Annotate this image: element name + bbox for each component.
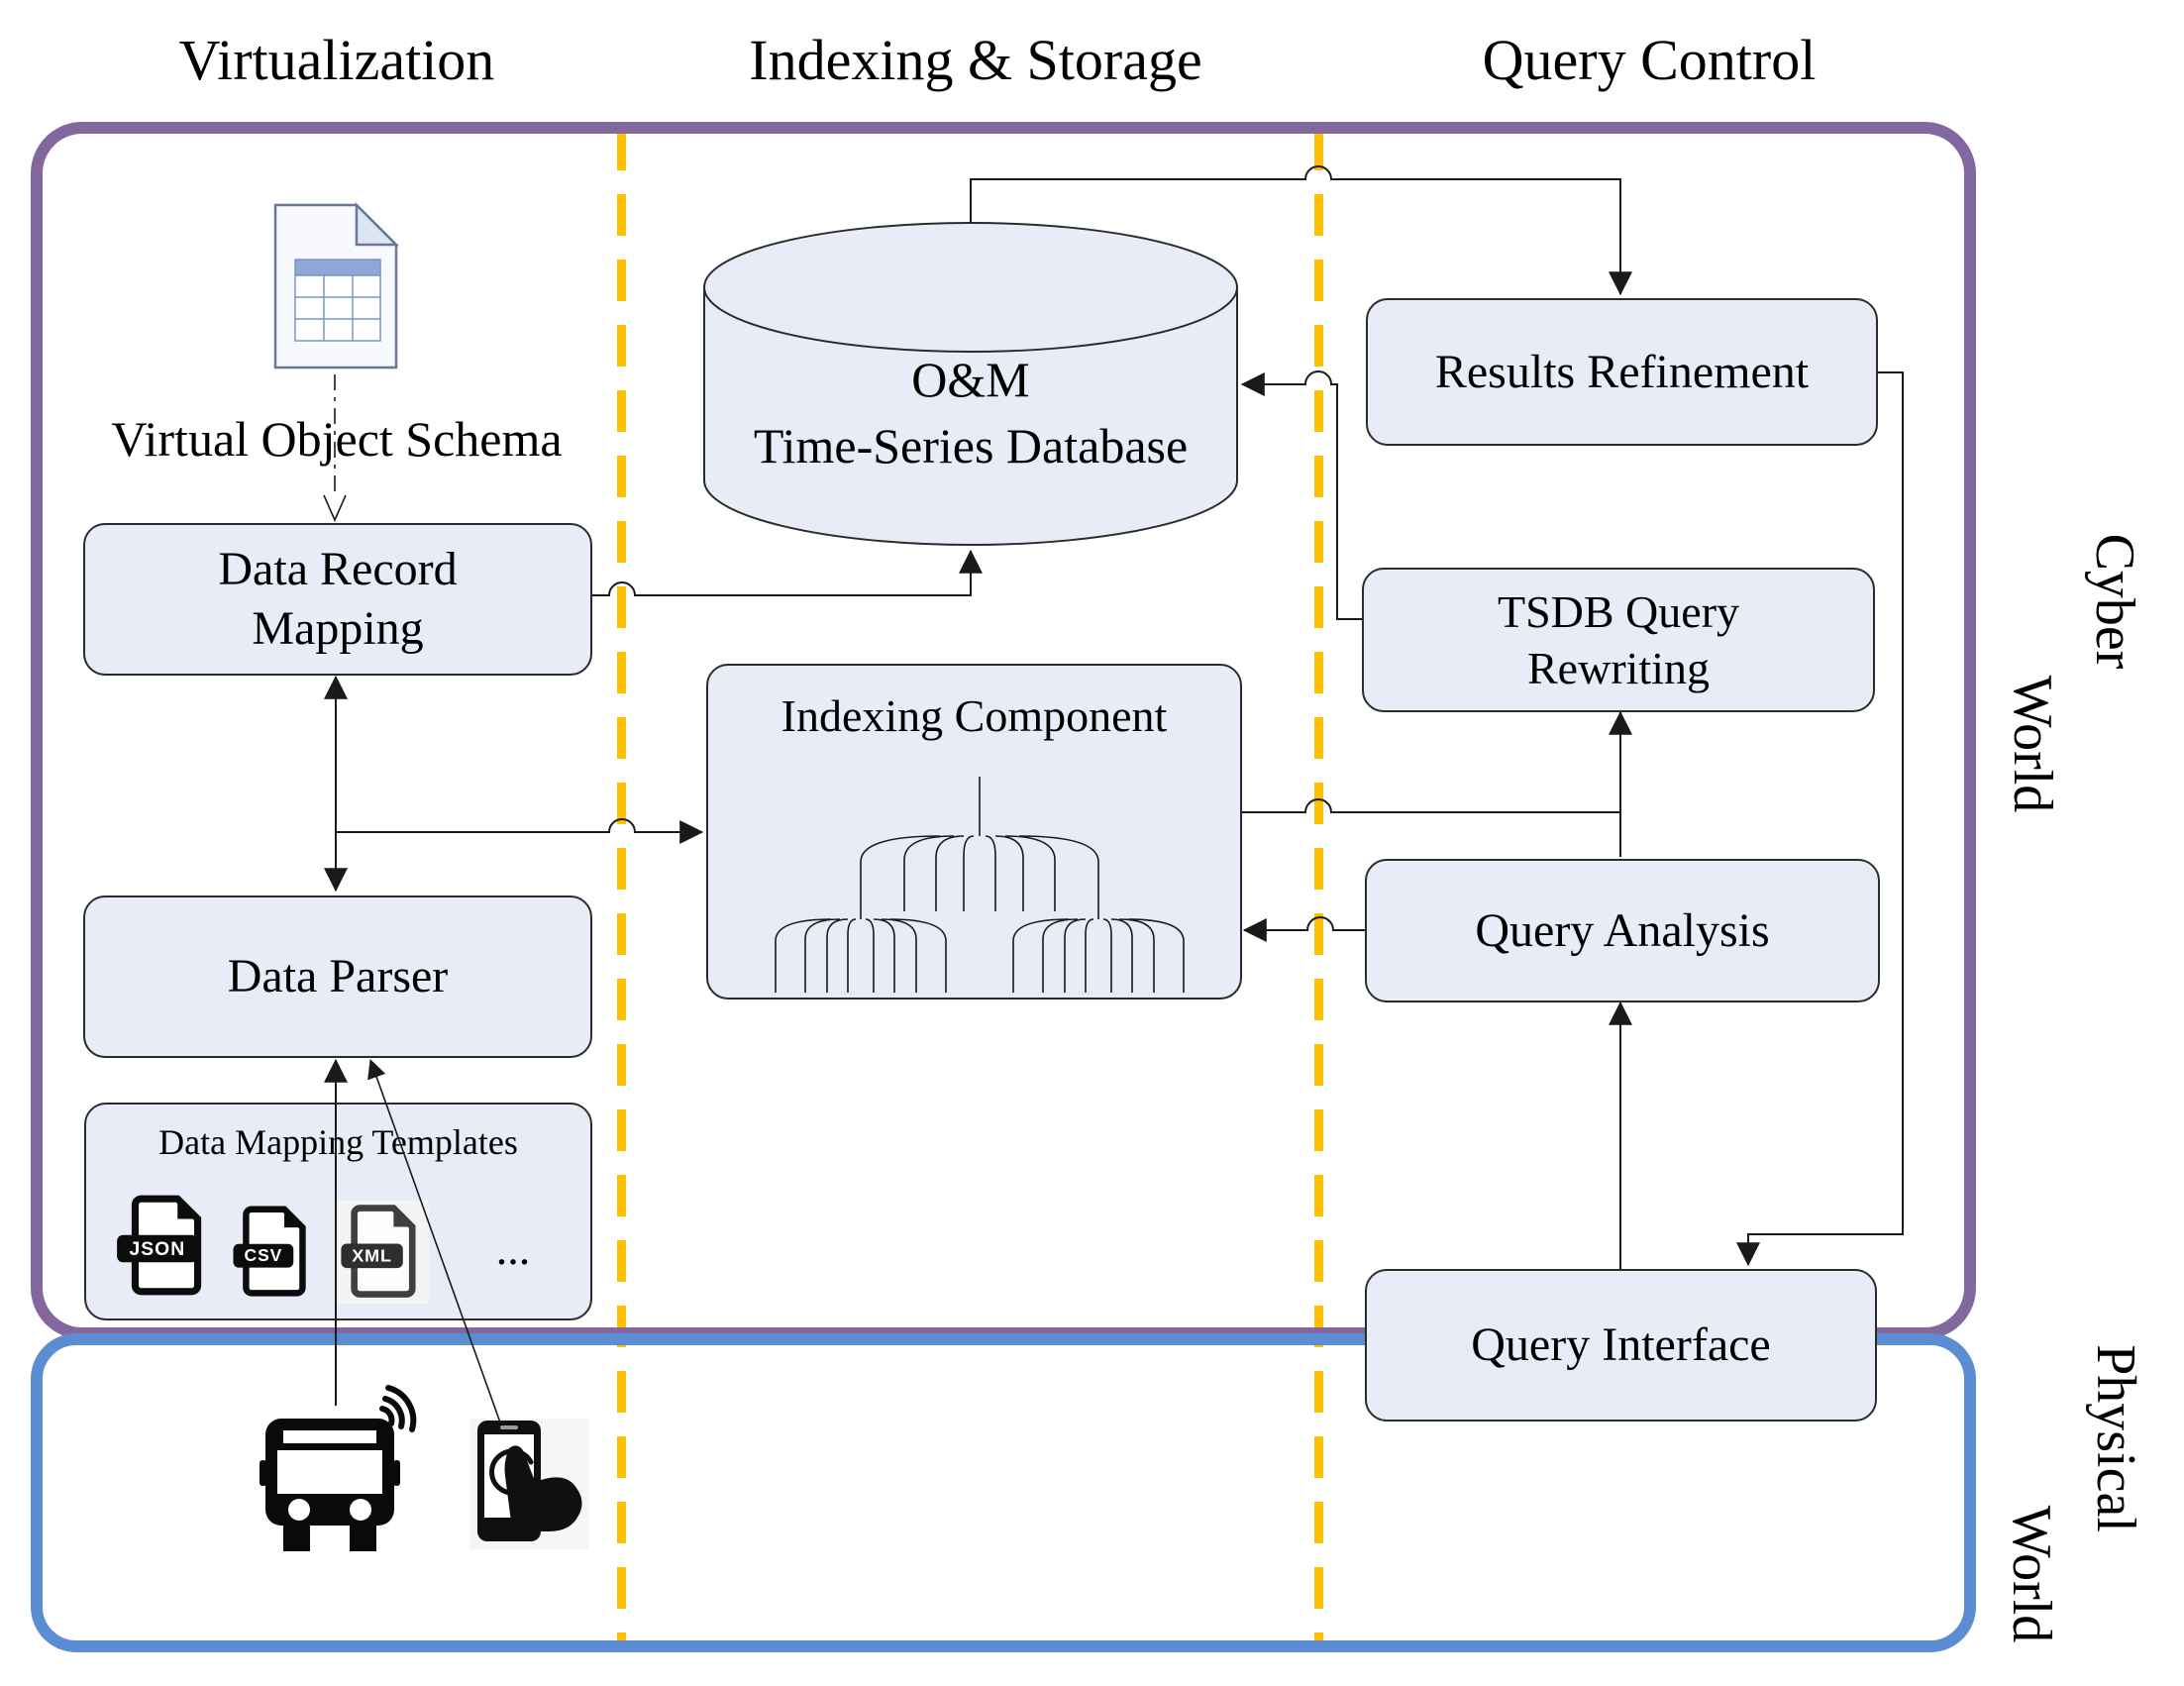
node-label: Data Record bbox=[218, 543, 458, 595]
label-cyber: Cyber bbox=[2084, 533, 2145, 670]
database-label-line2: Time-Series Database bbox=[753, 417, 1189, 474]
node-data-parser: Data Parser bbox=[83, 896, 592, 1058]
header-virtualization: Virtualization bbox=[178, 28, 495, 92]
node-tsdb-query-rewriting: TSDB Query Rewriting bbox=[1362, 568, 1875, 712]
node-label: Rewriting bbox=[1527, 643, 1710, 693]
node-query-interface: Query Interface bbox=[1365, 1269, 1877, 1422]
node-label: Indexing Component bbox=[780, 690, 1168, 741]
index-tree-icon bbox=[775, 777, 1185, 993]
node-label: Data Mapping Templates bbox=[158, 1122, 518, 1162]
json-file-icon: JSON bbox=[117, 1195, 202, 1296]
edge-analysis-to-indexing bbox=[1242, 916, 1365, 942]
node-label: Query Interface bbox=[1471, 1318, 1771, 1371]
more-formats-ellipsis: ... bbox=[495, 1223, 531, 1274]
database-cylinder-icon bbox=[703, 222, 1238, 546]
label-cyber-world: World bbox=[2002, 675, 2063, 813]
virtual-object-schema-label: Virtual Object Schema bbox=[111, 411, 563, 467]
node-label: Mapping bbox=[252, 602, 424, 655]
edge-refinement-to-interface bbox=[1736, 371, 1904, 1267]
header-query-control: Query Control bbox=[1482, 28, 1817, 92]
node-label: TSDB Query bbox=[1497, 585, 1740, 637]
edge-database-to-refinement bbox=[970, 165, 1632, 296]
node-query-analysis: Query Analysis bbox=[1365, 859, 1880, 1002]
header-indexing-storage: Indexing & Storage bbox=[749, 28, 1202, 92]
edge-mapping-to-indexing bbox=[336, 818, 704, 844]
label-physical: Physical bbox=[2085, 1344, 2146, 1532]
column-divider-left bbox=[617, 129, 626, 1644]
schema-file-icon bbox=[273, 202, 400, 369]
database-label-line1: O&M bbox=[911, 352, 1030, 407]
database-label: O&M Time-Series Database bbox=[693, 347, 1248, 478]
phone-touch-icon bbox=[469, 1419, 588, 1549]
bus-icon bbox=[260, 1385, 417, 1551]
edge-mapping-to-database bbox=[588, 549, 983, 596]
edge-indexing-to-rewriting bbox=[1240, 712, 1620, 857]
edge-rewriting-to-database bbox=[1240, 370, 1362, 620]
open-arrowhead bbox=[323, 494, 347, 522]
node-label: Query Analysis bbox=[1475, 903, 1770, 957]
node-results-refinement: Results Refinement bbox=[1366, 298, 1878, 446]
column-divider-right bbox=[1314, 129, 1323, 1644]
node-label: Data Parser bbox=[227, 950, 449, 1002]
label-physical-world: World bbox=[2001, 1505, 2062, 1643]
svg-text:XML: XML bbox=[352, 1245, 392, 1265]
node-label: Results Refinement bbox=[1434, 345, 1810, 398]
svg-text:CSV: CSV bbox=[245, 1245, 283, 1265]
svg-text:JSON: JSON bbox=[129, 1238, 185, 1260]
xml-file-icon: XML bbox=[335, 1201, 430, 1304]
csv-file-icon: CSV bbox=[233, 1206, 306, 1297]
node-data-record-mapping: Data Record Mapping bbox=[83, 523, 592, 676]
node-indexing-component: Indexing Component bbox=[706, 664, 1242, 1000]
